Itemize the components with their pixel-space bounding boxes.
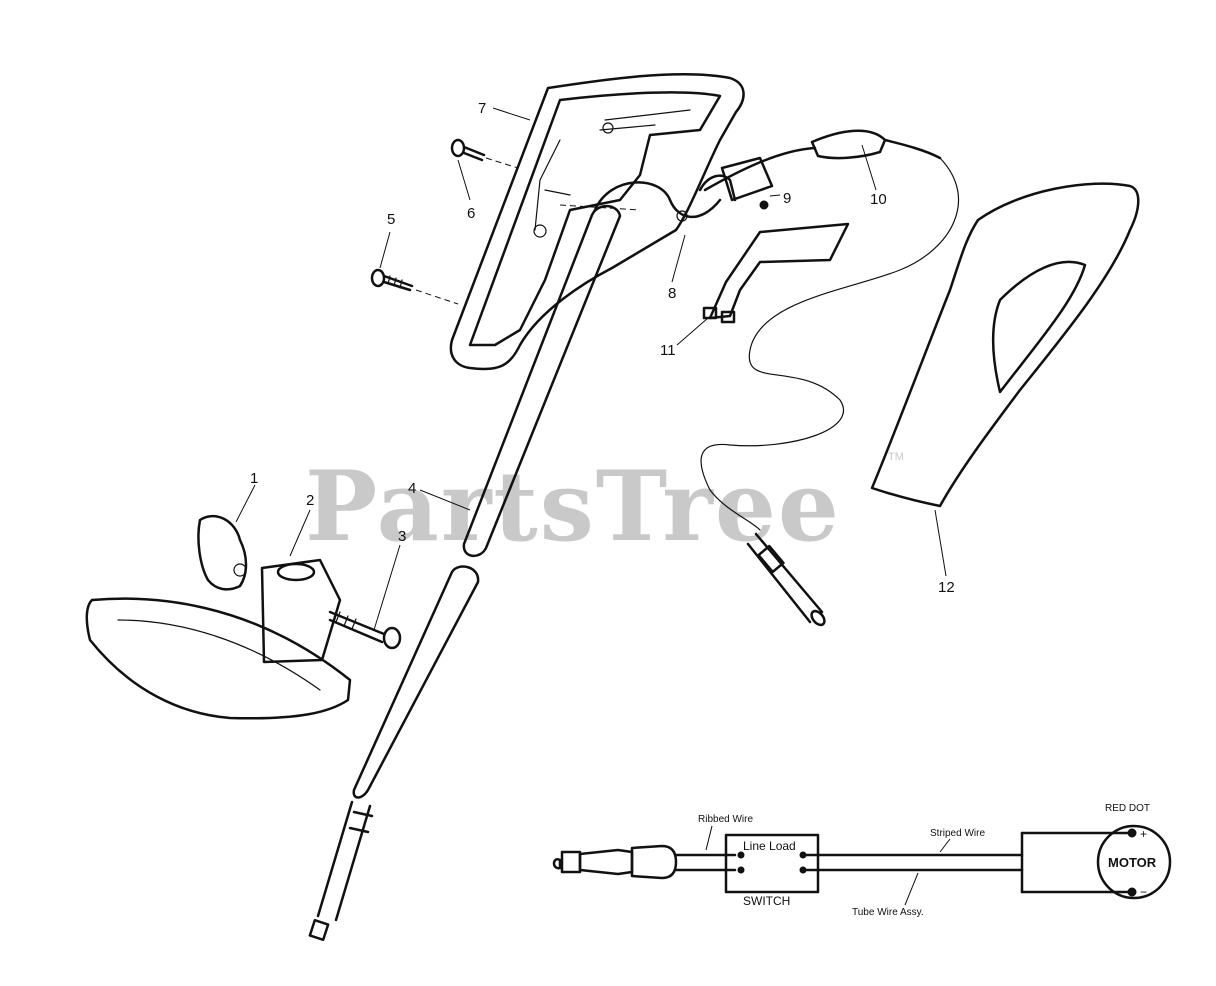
bolt-part[interactable] <box>328 610 402 650</box>
watermark: PartsTree TM <box>305 450 904 563</box>
callout-3: 3 <box>398 528 406 545</box>
callout-12: 12 <box>938 579 955 596</box>
guard-cover-part[interactable] <box>870 182 1140 508</box>
callout-9: 9 <box>783 190 791 207</box>
motor-circle <box>1096 824 1172 900</box>
handle-housing-part[interactable] <box>449 72 745 371</box>
plug-symbol <box>552 844 678 880</box>
screw-long-part[interactable] <box>370 268 459 305</box>
tube-part[interactable] <box>308 204 641 942</box>
clamp-part[interactable] <box>260 558 342 664</box>
bracket-part[interactable] <box>702 222 850 324</box>
switch-label: SWITCH <box>743 894 790 908</box>
leader-lines <box>235 107 947 631</box>
switch-box <box>724 833 820 894</box>
ribbed-wire-label: Ribbed Wire <box>698 814 753 825</box>
callout-8: 8 <box>668 285 676 302</box>
striped-wire-label: Striped Wire <box>930 828 985 839</box>
callout-numbers: 1 2 3 4 5 6 7 8 9 10 11 12 <box>250 100 955 596</box>
callout-10: 10 <box>870 191 887 208</box>
motor-plus: + <box>1140 827 1147 841</box>
callout-4: 4 <box>408 480 416 497</box>
watermark-trademark: TM <box>888 451 904 463</box>
switch-part[interactable] <box>698 156 774 210</box>
callout-1: 1 <box>250 470 258 487</box>
motor-label: MOTOR <box>1108 855 1157 870</box>
screw-short-part[interactable] <box>450 138 519 169</box>
switch-line-load: Line Load <box>743 839 796 853</box>
red-dot-label: RED DOT <box>1105 803 1150 814</box>
power-cord-part[interactable] <box>700 129 959 628</box>
wire-part[interactable] <box>593 181 722 219</box>
callout-5: 5 <box>387 211 395 228</box>
watermark-text: PartsTree <box>305 450 841 563</box>
callout-2: 2 <box>306 492 314 509</box>
motor-minus: − <box>1140 885 1147 899</box>
tube-wire-label: Tube Wire Assy. <box>852 907 924 918</box>
knob-part[interactable] <box>197 514 248 591</box>
callout-6: 6 <box>467 205 475 222</box>
wiring-schematic: Line Load SWITCH MOTOR + − Ribbed Wire S… <box>552 803 1172 918</box>
base-part[interactable] <box>85 597 352 720</box>
callout-11: 11 <box>660 342 676 359</box>
callout-7: 7 <box>478 100 486 117</box>
